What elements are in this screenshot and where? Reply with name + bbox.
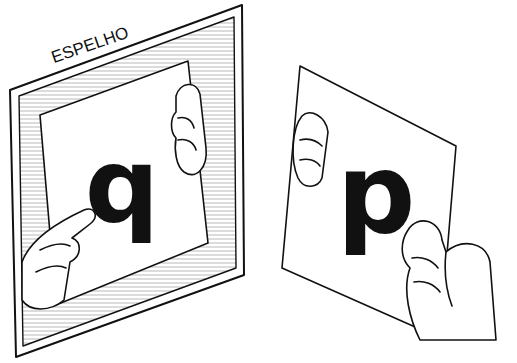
- outline-shape: [40, 61, 208, 305]
- hand-drawing: [402, 221, 496, 340]
- finger-line: [412, 252, 452, 306]
- card-letter: p: [337, 139, 416, 249]
- outline-shape: [282, 66, 456, 338]
- finger-line: [300, 139, 322, 166]
- finger-line: [178, 117, 196, 150]
- hand-drawing: [22, 209, 95, 309]
- outline-shape: [19, 17, 236, 346]
- held-card: p: [276, 62, 462, 344]
- hand-drawing: [293, 113, 328, 186]
- reflected-card: q: [40, 57, 216, 309]
- mirror-frame: ESPELHOq: [10, 5, 246, 361]
- hand-drawing: [172, 84, 207, 174]
- card-letter: q: [85, 133, 159, 237]
- outline-shape: [10, 5, 244, 357]
- finger-line: [36, 244, 70, 272]
